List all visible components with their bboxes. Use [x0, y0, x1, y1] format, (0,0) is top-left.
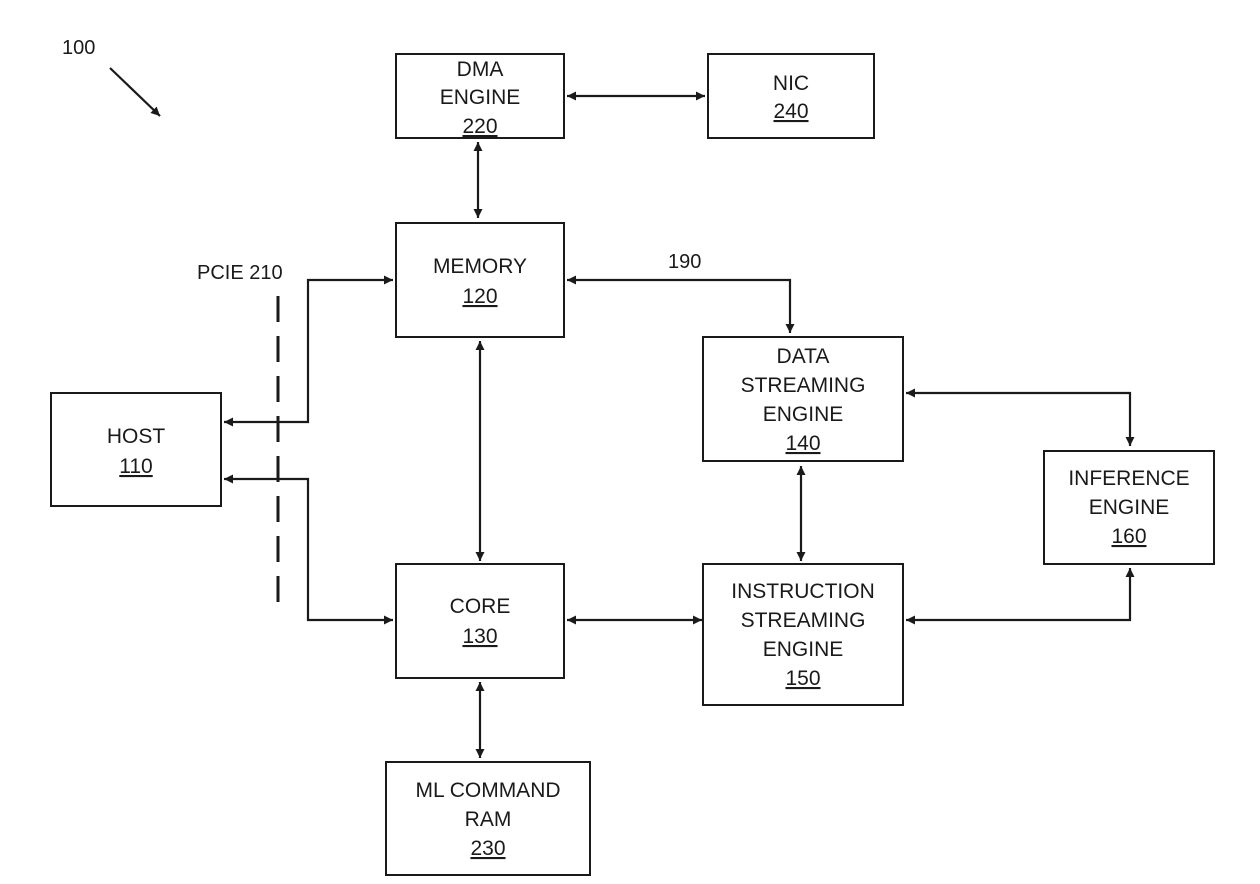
nic-name: NIC	[773, 72, 809, 95]
instruction-streaming-engine-name-line-3: ENGINE	[763, 638, 844, 661]
core-name: CORE	[450, 595, 511, 618]
memory-ref: 120	[462, 285, 497, 308]
dma-engine-block: DMA ENGINE 220	[396, 54, 564, 138]
instruction-streaming-engine-block: INSTRUCTION STREAMING ENGINE 150	[703, 564, 903, 705]
instruction-streaming-engine-name-line-1: INSTRUCTION	[731, 580, 875, 603]
instruction-streaming-engine-name-line-2: STREAMING	[741, 609, 866, 632]
inference-engine-name-line-1: INFERENCE	[1068, 467, 1189, 490]
pcie-label: PCIE 210	[197, 262, 283, 284]
inference-engine-name-line-2: ENGINE	[1089, 496, 1170, 519]
dma-engine-name-line-2: ENGINE	[440, 86, 521, 109]
ml-command-ram-name-line-1: ML COMMAND	[415, 779, 560, 802]
data-streaming-engine-name-line-1: DATA	[777, 345, 830, 368]
instruction-streaming-inference-connector	[906, 568, 1130, 620]
dma-engine-name-line-1: DMA	[457, 58, 504, 81]
ml-command-ram-block: ML COMMAND RAM 230	[386, 762, 590, 875]
core-ref: 130	[462, 625, 497, 648]
memory-name: MEMORY	[433, 255, 527, 278]
bus-label: 190	[668, 251, 701, 273]
inference-engine-block: INFERENCE ENGINE 160	[1044, 451, 1214, 564]
data-streaming-engine-block: DATA STREAMING ENGINE 140	[703, 337, 903, 461]
instruction-streaming-engine-ref: 150	[785, 667, 820, 690]
nic-block: NIC 240	[708, 54, 874, 138]
figure-reference-arrow	[110, 68, 160, 116]
host-core-connector	[224, 479, 393, 620]
memory-data-streaming-connector	[567, 280, 790, 333]
data-streaming-engine-ref: 140	[785, 432, 820, 455]
data-streaming-engine-name-line-3: ENGINE	[763, 403, 844, 426]
data-streaming-engine-name-line-2: STREAMING	[741, 374, 866, 397]
ml-command-ram-ref: 230	[470, 837, 505, 860]
figure-reference-label: 100	[62, 37, 95, 59]
data-streaming-inference-connector	[906, 393, 1130, 446]
inference-engine-ref: 160	[1111, 525, 1146, 548]
host-name: HOST	[107, 425, 166, 448]
host-ref: 110	[119, 455, 152, 478]
ml-command-ram-name-line-2: RAM	[465, 808, 512, 831]
host-memory-connector	[224, 280, 393, 422]
host-block: HOST 110	[51, 393, 221, 506]
memory-block: MEMORY 120	[396, 223, 564, 337]
nic-ref: 240	[773, 100, 808, 123]
dma-engine-ref: 220	[462, 115, 497, 138]
core-block: CORE 130	[396, 564, 564, 678]
